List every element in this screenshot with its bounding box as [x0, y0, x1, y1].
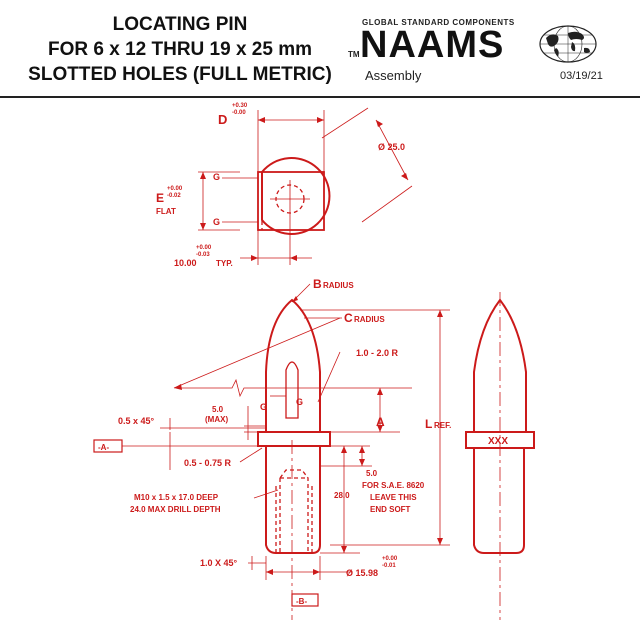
dim-28-label: 28.0: [334, 491, 350, 500]
thread-line-1: M10 x 1.5 x 17.0 DEEP: [134, 493, 219, 502]
width-tol-plus: +0.00: [196, 245, 212, 251]
brand-subtitle: GLOBAL STANDARD COMPONENTS: [362, 18, 515, 27]
e-tol-plus: +0.00: [167, 186, 183, 192]
b-radius-label: RADIUS: [323, 281, 354, 290]
g-side-label-2: G: [296, 397, 303, 407]
e-label: E: [156, 191, 164, 205]
width-label: 10.00: [174, 258, 197, 268]
c-letter: C: [344, 311, 353, 325]
globe-icon: [539, 25, 597, 63]
l-letter: L: [425, 417, 432, 431]
e-tol-minus: -0.02: [167, 193, 181, 199]
d-label: D: [218, 112, 227, 127]
dia-tol-minus: -0.01: [382, 563, 396, 569]
title-line-1: LOCATING PIN: [112, 14, 248, 35]
title-line-2: FOR 6 x 12 THRU 19 x 25 mm: [48, 39, 312, 60]
header-divider: [0, 96, 640, 98]
thread-line-2: 24.0 MAX DRILL DEPTH: [130, 505, 221, 514]
trademark: TM: [348, 50, 360, 59]
g-top-label: G: [213, 172, 220, 182]
flat-label: FLAT: [156, 207, 176, 216]
typ-label: TYP.: [216, 259, 233, 268]
width-tol-minus: -0.03: [196, 252, 210, 258]
dia-bottom-label: Ø 15.98: [346, 568, 378, 578]
brand-logo: NAAMS: [360, 24, 505, 66]
g-bottom-label: G: [213, 217, 220, 227]
datum-b-label: -B-: [296, 597, 307, 606]
max-value: 5.0: [212, 405, 224, 414]
max-word: (MAX): [205, 415, 228, 424]
r-top-label: 1.0 - 2.0 R: [356, 348, 399, 358]
datum-a-label: -A-: [98, 443, 109, 452]
d-tol-minus: -0.00: [232, 110, 246, 116]
chamfer-bottom-label: 1.0 X 45°: [200, 558, 238, 568]
dim-5-label: 5.0: [366, 469, 378, 478]
chamfer-top-label: 0.5 x 45°: [118, 416, 155, 426]
top-view: [198, 107, 413, 265]
title-line-3: SLOTTED HOLES (FULL METRIC): [28, 64, 332, 85]
g-side-label: G: [260, 402, 267, 412]
dia-label: Ø 25.0: [378, 142, 405, 152]
marking-label: XXX: [488, 436, 508, 447]
l-ref-label: REF.: [434, 421, 451, 430]
c-radius-label: RADIUS: [354, 315, 385, 324]
d-tol-plus: +0.30: [232, 103, 248, 109]
side-view: [122, 283, 450, 620]
date-label: 03/19/21: [560, 70, 603, 82]
r-small-label: 0.5 - 0.75 R: [184, 458, 232, 468]
note-line-1: FOR S.A.E. 8620: [362, 481, 425, 490]
a-label: A: [376, 415, 385, 429]
note-line-2: LEAVE THIS: [370, 493, 417, 502]
right-view: [465, 292, 535, 620]
note-line-3: END SOFT: [370, 505, 411, 514]
b-letter: B: [313, 277, 322, 291]
category-label: Assembly: [365, 68, 422, 83]
dia-tol-plus: +0.00: [382, 556, 398, 562]
